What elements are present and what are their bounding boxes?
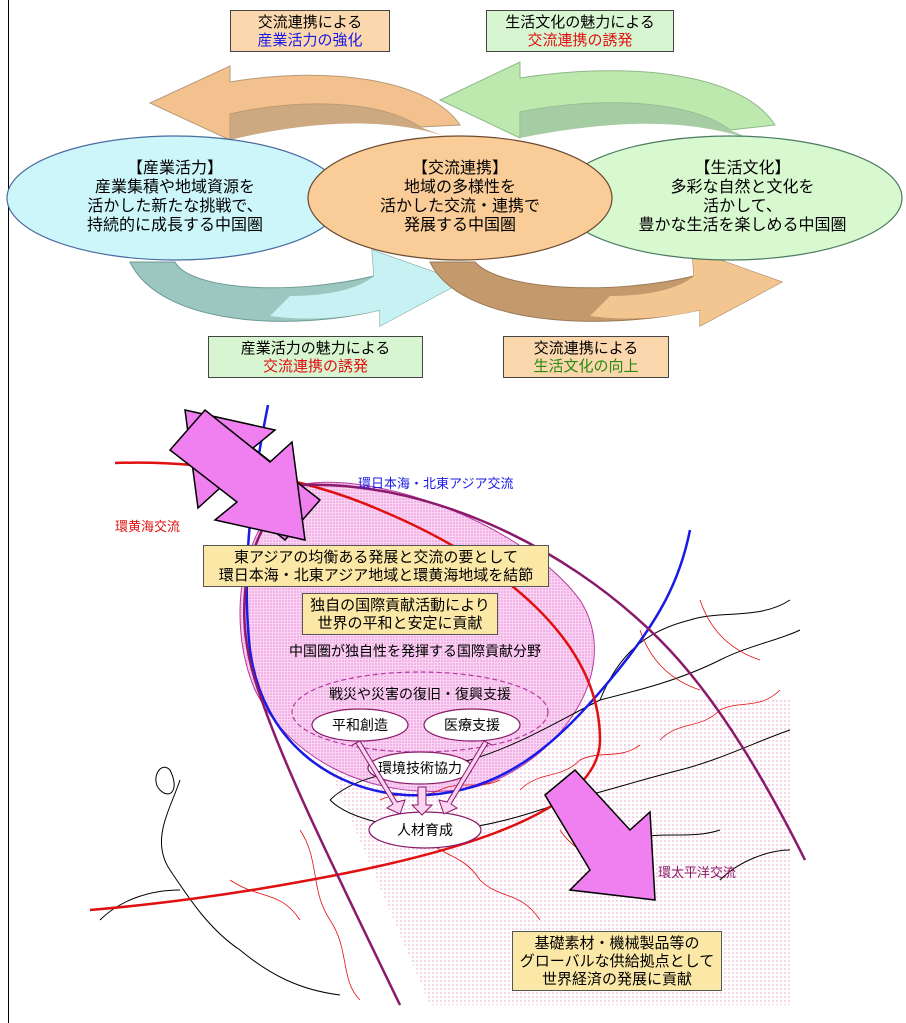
box-tl-line1: 交流連携による (257, 13, 363, 31)
page-frame (8, 0, 906, 1023)
exchange-line1: 地域の多様性を (403, 177, 516, 196)
field-medical-oval (423, 708, 521, 742)
box-tl-line2: 産業活力の強化 (257, 31, 363, 49)
industry-text: 【産業活力】 産業集積や地域資源を 活かした新たな挑戦で、 持続的に成長する中国… (20, 158, 330, 234)
lifestyle-text: 【生活文化】 多彩な自然と文化を 活かして、 豊かな生活を楽しめる中国圏 (600, 158, 885, 234)
cycle-arrow-bottom-left-light (270, 250, 462, 326)
industry-line3: 持続的に成長する中国圏 (86, 215, 263, 234)
box-tr-line1: 生活文化の魅力による (505, 13, 655, 31)
label-pacific-exchange: 環太平洋交流 (658, 866, 737, 881)
field-outer-dashed (291, 671, 549, 753)
exchange-title: 【交流連携】 (411, 158, 508, 177)
lifestyle-line2: 活かして、 (703, 196, 782, 215)
box-main-line1: 東アジアの均衡ある発展と交流の要として (234, 548, 518, 566)
field-medical: 医療支援 (444, 718, 500, 734)
box-exchange-strengthens-industry: 交流連携による 産業活力の強化 (230, 10, 390, 52)
cycle-arrow-top-left-shade (230, 103, 455, 140)
double-arrow-northwest-tip (168, 408, 306, 541)
lifestyle-line3: 豊かな生活を楽しめる中国圏 (638, 215, 847, 234)
box-east-asia-hub: 東アジアの均衡ある発展と交流の要として 環日本海・北東アジア地域と環黄海地域を結… (203, 545, 549, 587)
industry-line2: 活かした新たな挑戦で、 (87, 196, 263, 215)
box-br-line2: 生活文化の向上 (533, 357, 639, 375)
box-main-line2: 環日本海・北東アジア地域と環黄海地域を結節 (218, 566, 534, 584)
box-br-line1: 交流連携による (533, 339, 639, 357)
box-tr-line2: 交流連携の誘発 (527, 31, 633, 49)
box-lifestyle-induces-exchange: 生活文化の魅力による 交流連携の誘発 (486, 10, 674, 52)
industry-line1: 産業集積や地域資源を (94, 177, 255, 196)
box-international-contribution: 独自の国際貢献活動により 世界の平和と安定に貢献 (302, 593, 498, 635)
arrow-southeast (544, 768, 656, 901)
exchange-text: 【交流連携】 地域の多様性を 活かした交流・連携で 発展する中国圏 (330, 158, 590, 234)
ellipse-exchange (307, 135, 613, 261)
box-bl-line1: 産業活力の魅力による (240, 339, 391, 357)
box-industry-induces-exchange: 産業活力の魅力による 交流連携の誘発 (208, 336, 423, 378)
exchange-line3: 発展する中国圏 (403, 215, 516, 234)
purple-curve-pacific-inner (243, 483, 402, 1006)
cycle-arrow-bottom-right-light (590, 250, 782, 326)
box-contrib-line2: 世界の平和と安定に貢献 (317, 614, 483, 632)
lifestyle-line1: 多彩な自然と文化を (670, 177, 815, 196)
cycle-arrow-top-right-shade (520, 102, 765, 145)
box-supply-line2: グローバルな供給拠点として (519, 952, 715, 970)
field-connector-arrows (351, 740, 493, 816)
field-recovery: 戦災や災害の復旧・復興支援 (329, 687, 511, 703)
field-hr: 人材育成 (397, 823, 453, 839)
box-exchange-improves-lifestyle: 交流連携による 生活文化の向上 (503, 336, 669, 378)
box-supply-line1: 基礎素材・機械製品等の (534, 934, 700, 952)
field-peace: 平和創造 (332, 718, 388, 734)
box-bl-line2: 交流連携の誘発 (262, 357, 368, 375)
exchange-line2: 活かした交流・連携で (379, 196, 540, 215)
lifestyle-title: 【生活文化】 (694, 158, 791, 177)
field-env: 環境技術協力 (378, 761, 462, 777)
field-title: 中国圏が独自性を発揮する国際貢献分野 (289, 644, 541, 660)
box-contrib-line1: 独自の国際貢献活動により (310, 596, 490, 614)
box-global-supply-base: 基礎素材・機械製品等の グローバルな供給拠点として 世界経済の発展に貢献 (512, 931, 722, 991)
box-supply-line3: 世界経済の発展に貢献 (541, 970, 692, 988)
label-sea-of-japan-exchange: 環日本海・北東アジア交流 (358, 477, 514, 492)
purple-curve-pacific-outer (299, 483, 807, 861)
label-yellow-sea-exchange: 環黄海交流 (115, 520, 181, 535)
cycle-arrow-top-left (148, 65, 461, 141)
industry-title: 【産業活力】 (126, 158, 223, 177)
